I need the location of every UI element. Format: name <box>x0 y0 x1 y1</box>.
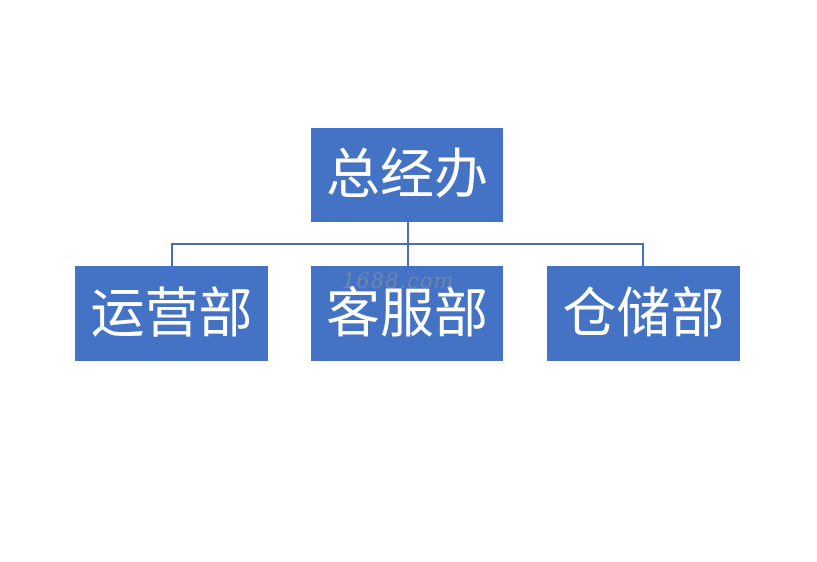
node-warehouse-dept: 仓储部 <box>547 266 740 361</box>
node-customer-service-dept-label: 客服部 <box>326 281 488 345</box>
node-operations-dept: 运营部 <box>75 266 268 361</box>
node-customer-service-dept: 客服部 <box>311 266 503 361</box>
node-warehouse-dept-label: 仓储部 <box>562 281 725 345</box>
node-general-office-label: 总经办 <box>326 143 488 206</box>
node-operations-dept-label: 运营部 <box>90 281 253 345</box>
node-general-office: 总经办 <box>311 128 503 222</box>
